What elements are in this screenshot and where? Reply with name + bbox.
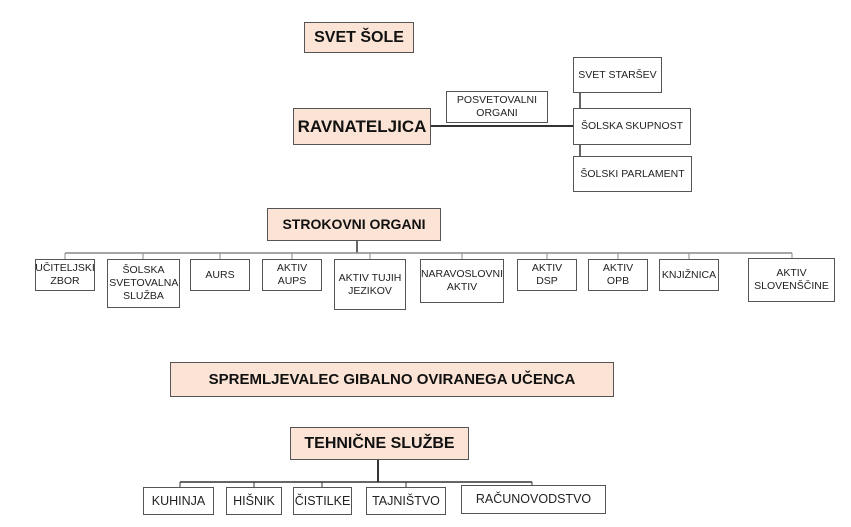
tajnistvo-box: TAJNIŠTVO <box>366 487 446 515</box>
posvetovalni-organi-box: POSVETOVALNI ORGANI <box>446 91 548 123</box>
knjiznica-box: KNJIŽNICA <box>659 259 719 291</box>
ravnateljica-box: RAVNATELJICA <box>293 108 431 145</box>
hisnik-box: HIŠNIK <box>226 487 282 515</box>
solski-parlament-box: ŠOLSKI PARLAMENT <box>573 156 692 192</box>
svet-sole-box: SVET ŠOLE <box>304 22 414 53</box>
aktiv-opb-box: AKTIV OPB <box>588 259 648 291</box>
solska-skupnost-box: ŠOLSKA SKUPNOST <box>573 108 691 145</box>
aktiv-tujih-jezikov-box: AKTIV TUJIH JEZIKOV <box>334 259 406 310</box>
aurs-box: AURS <box>190 259 250 291</box>
ucitelsjki-zbor-box: UČITELJSKI ZBOR <box>35 259 95 291</box>
cistilke-box: ČISTILKE <box>293 487 352 515</box>
aktiv-aups-box: AKTIV AUPS <box>262 259 322 291</box>
svet-starsev-box: SVET STARŠEV <box>573 57 662 93</box>
aktiv-slovenscine-box: AKTIV SLOVENŠČINE <box>748 258 835 302</box>
racunovodstvo-box: RAČUNOVODSTVO <box>461 485 606 514</box>
strokovni-organi-box: STROKOVNI ORGANI <box>267 208 441 241</box>
aktiv-dsp-box: AKTIV DSP <box>517 259 577 291</box>
spremljevalec-box: SPREMLJEVALEC GIBALNO OVIRANEGA UČENCA <box>170 362 614 397</box>
naravoslovni-aktiv-box: NARAVOSLOVNI AKTIV <box>420 259 504 303</box>
tehnicne-sluzbe-box: TEHNIČNE SLUŽBE <box>290 427 469 460</box>
kuhinja-box: KUHINJA <box>143 487 214 515</box>
solska-svetovalna-sluzba-box: ŠOLSKA SVETOVALNA SLUŽBA <box>107 259 180 308</box>
